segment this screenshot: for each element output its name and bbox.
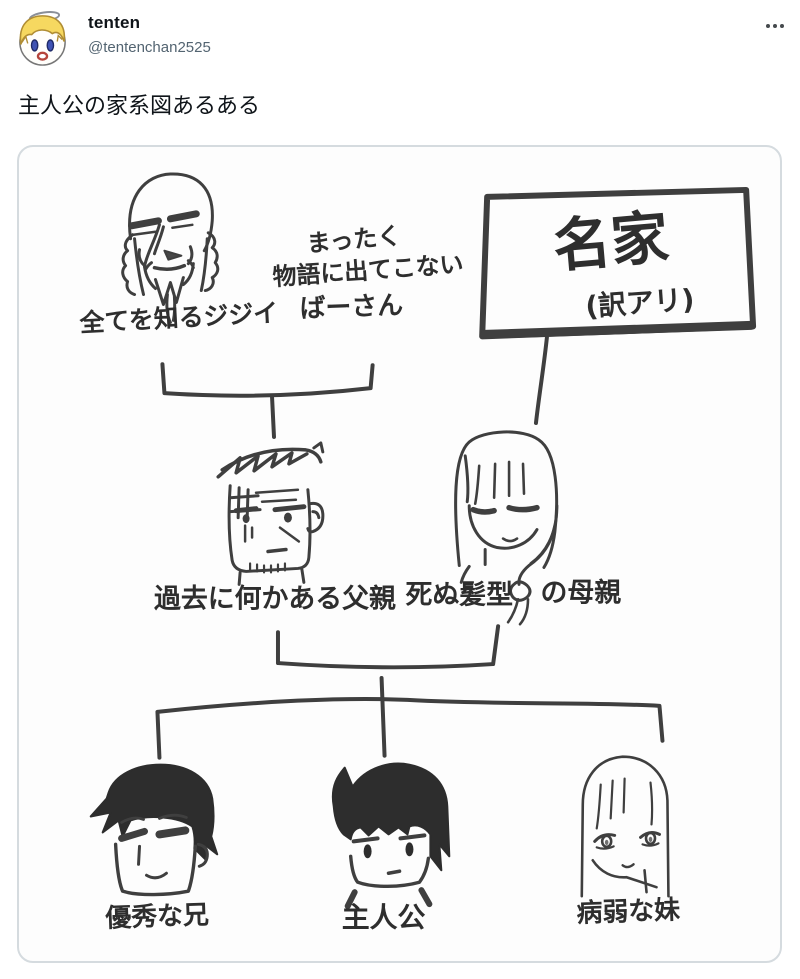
grandmother-note-line2: 物語に出てこない bbox=[272, 250, 465, 291]
more-options-button[interactable] bbox=[758, 16, 792, 36]
sister-sketch bbox=[580, 755, 670, 898]
family-box-subtitle: (訳アリ) bbox=[584, 283, 695, 324]
grandmother-note-line1: まったく bbox=[306, 222, 403, 258]
grandmother-note: まったく 物語に出てこない ばーさん bbox=[272, 222, 465, 325]
user-handle[interactable]: @tentenchan2525 bbox=[88, 39, 211, 56]
post-text: 主人公の家系図あるある bbox=[18, 93, 261, 118]
mother-sketch bbox=[454, 430, 559, 626]
brother-label: 優秀な兄 bbox=[104, 900, 210, 934]
display-name[interactable]: tenten bbox=[88, 13, 141, 32]
family-tree-connectors bbox=[155, 335, 665, 760]
avatar[interactable] bbox=[13, 9, 72, 68]
more-horizontal-icon bbox=[766, 24, 770, 28]
grandfather-label: 全てを知るジジイ bbox=[78, 298, 279, 337]
protagonist-sketch bbox=[331, 762, 451, 910]
family-crest-box: 名家 (訳アリ) bbox=[479, 186, 757, 340]
sister-label: 病弱な妹 bbox=[576, 895, 681, 929]
father-label: 過去に何かある父親 bbox=[154, 583, 396, 614]
grandmother-label: ばーさん bbox=[299, 291, 404, 325]
avatar-illustration bbox=[19, 11, 66, 66]
mother-label-pre: 死ぬ髪型 bbox=[406, 579, 514, 610]
brother-sketch bbox=[89, 763, 219, 897]
attached-image[interactable]: まったく 物語に出てこない ばーさん 全てを知るジジイ 名家 (訳アリ) bbox=[17, 145, 782, 963]
protagonist-label: 主人公 bbox=[342, 901, 426, 934]
tweet-header: tenten @tentenchan2525 bbox=[0, 0, 800, 84]
grandfather-sketch bbox=[121, 172, 220, 324]
mother-label-post: の母親 bbox=[540, 577, 621, 608]
family-box-title: 名家 bbox=[550, 203, 671, 281]
family-tree-drawing: まったく 物語に出てこない ばーさん 全てを知るジジイ 名家 (訳アリ) bbox=[78, 172, 757, 934]
father-sketch bbox=[216, 441, 325, 586]
